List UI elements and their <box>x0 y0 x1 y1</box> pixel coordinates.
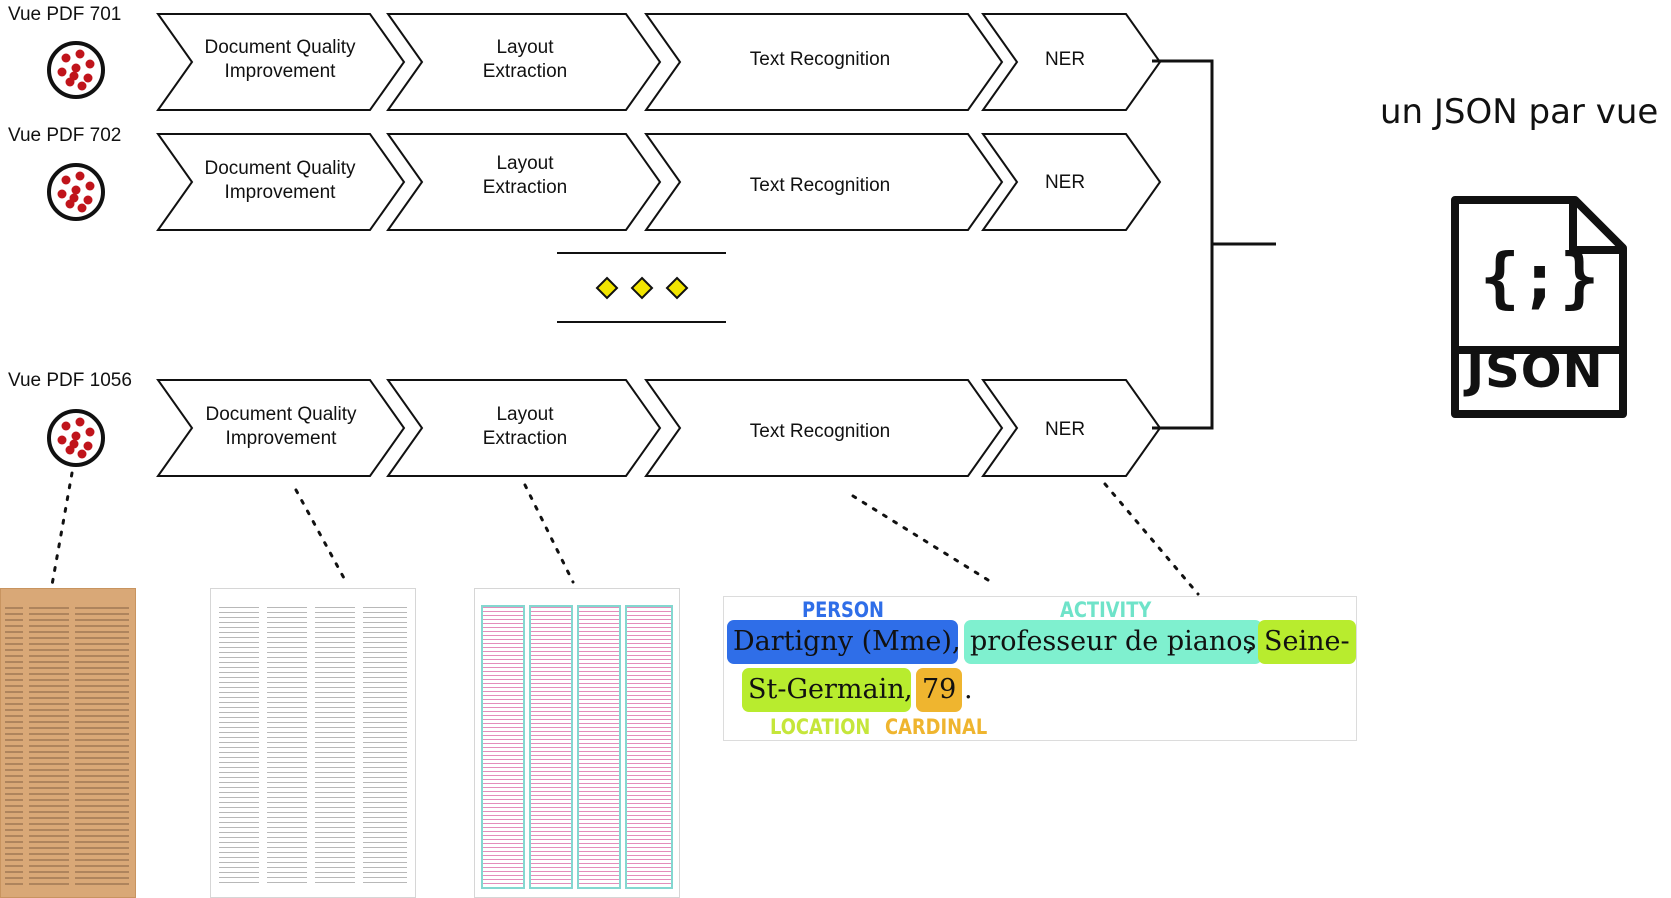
step-ocr-1056: Text Recognition <box>749 421 891 442</box>
entity-label-person: PERSON <box>802 598 884 622</box>
row-label-1056: Vue PDF 1056 <box>8 370 132 391</box>
chevron-ner-1056 <box>981 379 1162 477</box>
callout-ocr <box>851 494 990 582</box>
json-file-icon <box>1451 196 1627 418</box>
merge-connector <box>1152 59 1276 430</box>
chevron-ner-701 <box>981 13 1162 111</box>
row-label-701: Vue PDF 701 <box>8 4 122 25</box>
callout-ner <box>1103 482 1200 596</box>
output-title: un JSON par vue <box>1380 92 1659 132</box>
chevron-ocr-701 <box>644 13 1004 111</box>
entity-label-location: LOCATION <box>770 715 871 739</box>
json-icon-text: {;} JSON <box>1450 195 1630 425</box>
step-quality-701: Document Quality Improvement <box>204 37 356 82</box>
separator-1: , <box>952 626 961 657</box>
entity-location-line1: Seine- <box>1258 620 1356 664</box>
chevron-ner-702 <box>981 133 1162 231</box>
chevron-layout-701 <box>386 13 662 111</box>
callout-quality <box>294 488 347 582</box>
diamond-icon <box>630 276 654 300</box>
step-layout-1056: Layout Extraction <box>482 404 568 449</box>
chevron-quality-701 <box>156 13 406 111</box>
entity-label-activity: ACTIVITY <box>1060 598 1152 622</box>
entity-cardinal: 79 <box>916 668 963 712</box>
diamond-icon <box>595 276 619 300</box>
chevron-layout-1056 <box>386 379 662 477</box>
step-layout-701: Layout Extraction <box>482 37 568 82</box>
step-quality-702: Document Quality Improvement <box>204 158 356 203</box>
entity-person: Dartigny (Mme) <box>727 620 958 664</box>
diamond-icon <box>665 276 689 300</box>
pdf-seal-icon-1056 <box>47 409 105 467</box>
enhanced-page-thumbnail <box>210 588 416 898</box>
step-quality-1056: Document Quality Improvement <box>205 404 357 449</box>
scanned-page-thumbnail <box>0 588 136 898</box>
callout-scan <box>50 471 74 587</box>
pdf-seal-icon-702 <box>47 163 105 221</box>
separator-4: . <box>964 674 973 705</box>
json-icon-label: JSON <box>1466 343 1604 399</box>
chevron-quality-1056 <box>156 379 406 477</box>
entity-location-line2: St-Germain <box>742 668 911 712</box>
step-ocr-702: Text Recognition <box>749 175 891 196</box>
step-ocr-701: Text Recognition <box>749 49 891 70</box>
ner-example: PERSON ACTIVITY Dartigny (Mme) , profess… <box>723 596 1357 741</box>
pdf-seal-icon-701 <box>47 41 105 99</box>
row-label-702: Vue PDF 702 <box>8 125 122 146</box>
step-ner-702: NER <box>1044 172 1086 193</box>
chevron-ocr-702 <box>644 133 1004 231</box>
layout-page-thumbnail <box>474 588 680 898</box>
entity-activity: professeur de pianos <box>964 620 1263 664</box>
chevron-layout-702 <box>386 133 662 231</box>
callout-layout <box>523 483 575 584</box>
separator-3: , <box>904 674 913 705</box>
chevron-quality-702 <box>156 133 406 231</box>
separator-2: , <box>1246 626 1255 657</box>
json-brace-glyph: {;} <box>1480 239 1600 316</box>
step-ner-1056: NER <box>1044 419 1086 440</box>
step-layout-702: Layout Extraction <box>482 153 568 198</box>
chevron-ocr-1056 <box>644 379 1004 477</box>
step-ner-701: NER <box>1044 49 1086 70</box>
entity-label-cardinal: CARDINAL <box>885 715 988 739</box>
